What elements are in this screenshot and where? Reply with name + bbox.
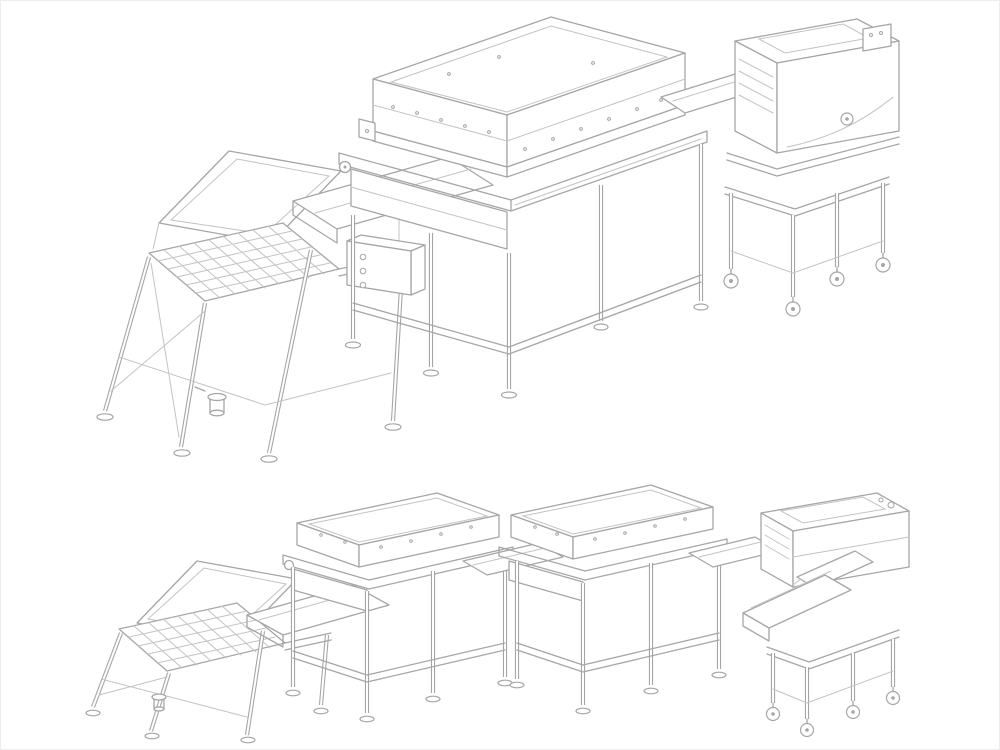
sorter-unit-1	[282, 492, 514, 723]
hopper-stand	[96, 249, 412, 463]
discharge-chute	[742, 550, 874, 642]
machine-line-top	[96, 16, 900, 463]
outfeed-machine	[726, 18, 900, 177]
feed-hopper	[85, 560, 332, 744]
support-frame	[344, 144, 709, 399]
transfer-chute-1	[462, 542, 564, 576]
outlet-valve	[194, 386, 227, 417]
support-frame	[285, 557, 513, 723]
hopper-stand	[85, 630, 332, 744]
caster-cart	[765, 629, 901, 738]
screen-tray	[128, 605, 276, 669]
screen-tray	[157, 225, 331, 299]
outfeed-machine	[742, 492, 910, 738]
machine-line-bottom	[85, 484, 910, 744]
feed-hopper	[96, 150, 412, 463]
sorter-unit	[338, 16, 708, 250]
caster-cart	[723, 176, 891, 317]
sorter-unit-2	[498, 484, 728, 715]
conveyor-deck	[338, 130, 708, 250]
outlet-valve	[151, 693, 167, 712]
support-frame	[509, 549, 727, 715]
